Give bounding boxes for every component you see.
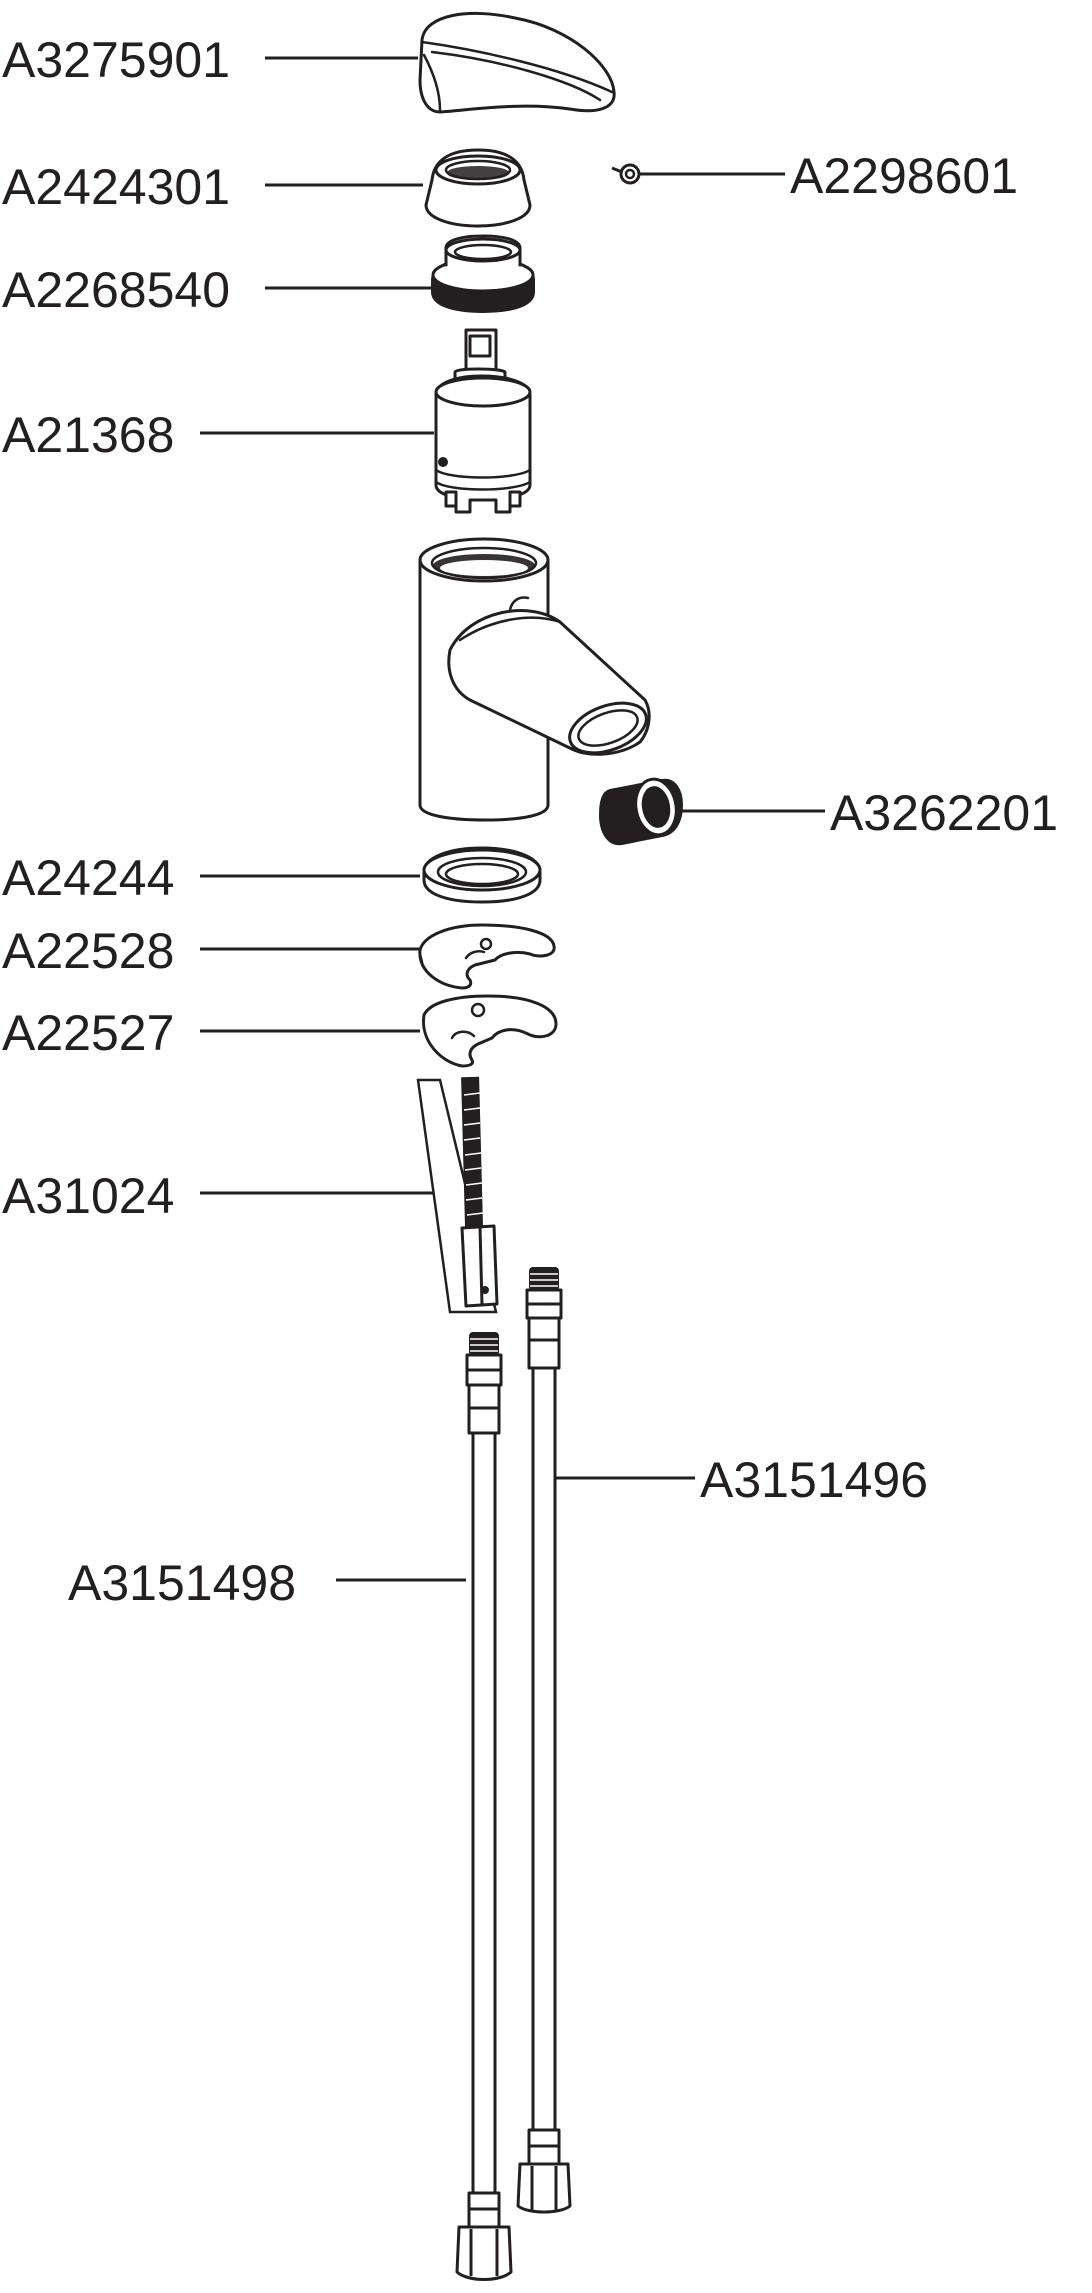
aerator-drawing xyxy=(598,777,684,846)
hose-left-drawing xyxy=(455,1332,513,2281)
label-threaded-rod: A31024 xyxy=(2,1168,174,1224)
label-set-screw: A2298601 xyxy=(790,148,1018,204)
cartridge-nut-drawing xyxy=(431,234,535,314)
label-hose-left: A3151498 xyxy=(68,1555,296,1611)
base-gasket-drawing xyxy=(422,846,542,904)
washer-lower-drawing xyxy=(422,994,558,1068)
label-washer-lower: A22527 xyxy=(2,1005,174,1061)
label-base-gasket: A24244 xyxy=(2,850,174,906)
handle-drawing xyxy=(418,11,616,114)
washer-upper-drawing xyxy=(418,923,556,990)
label-hose-right: A3151496 xyxy=(700,1452,928,1508)
label-aerator: A3262201 xyxy=(830,785,1058,841)
cartridge-drawing xyxy=(434,328,532,514)
leader-lines xyxy=(200,56,825,1582)
label-cover-cap: A2424301 xyxy=(2,159,230,215)
set-screw-drawing xyxy=(611,163,641,185)
label-washer-upper: A22528 xyxy=(2,923,174,979)
cover-cap-drawing xyxy=(424,148,532,228)
label-cartridge-nut: A2268540 xyxy=(2,262,230,318)
label-cartridge: A21368 xyxy=(2,407,174,463)
part-labels: A3275901 A2424301 A2298601 A2268540 A213… xyxy=(2,32,1058,1611)
faucet-body-drawing xyxy=(418,537,651,822)
hose-right-drawing xyxy=(516,1267,572,2214)
threaded-rod-drawing xyxy=(416,1076,499,1314)
label-handle: A3275901 xyxy=(2,32,230,88)
